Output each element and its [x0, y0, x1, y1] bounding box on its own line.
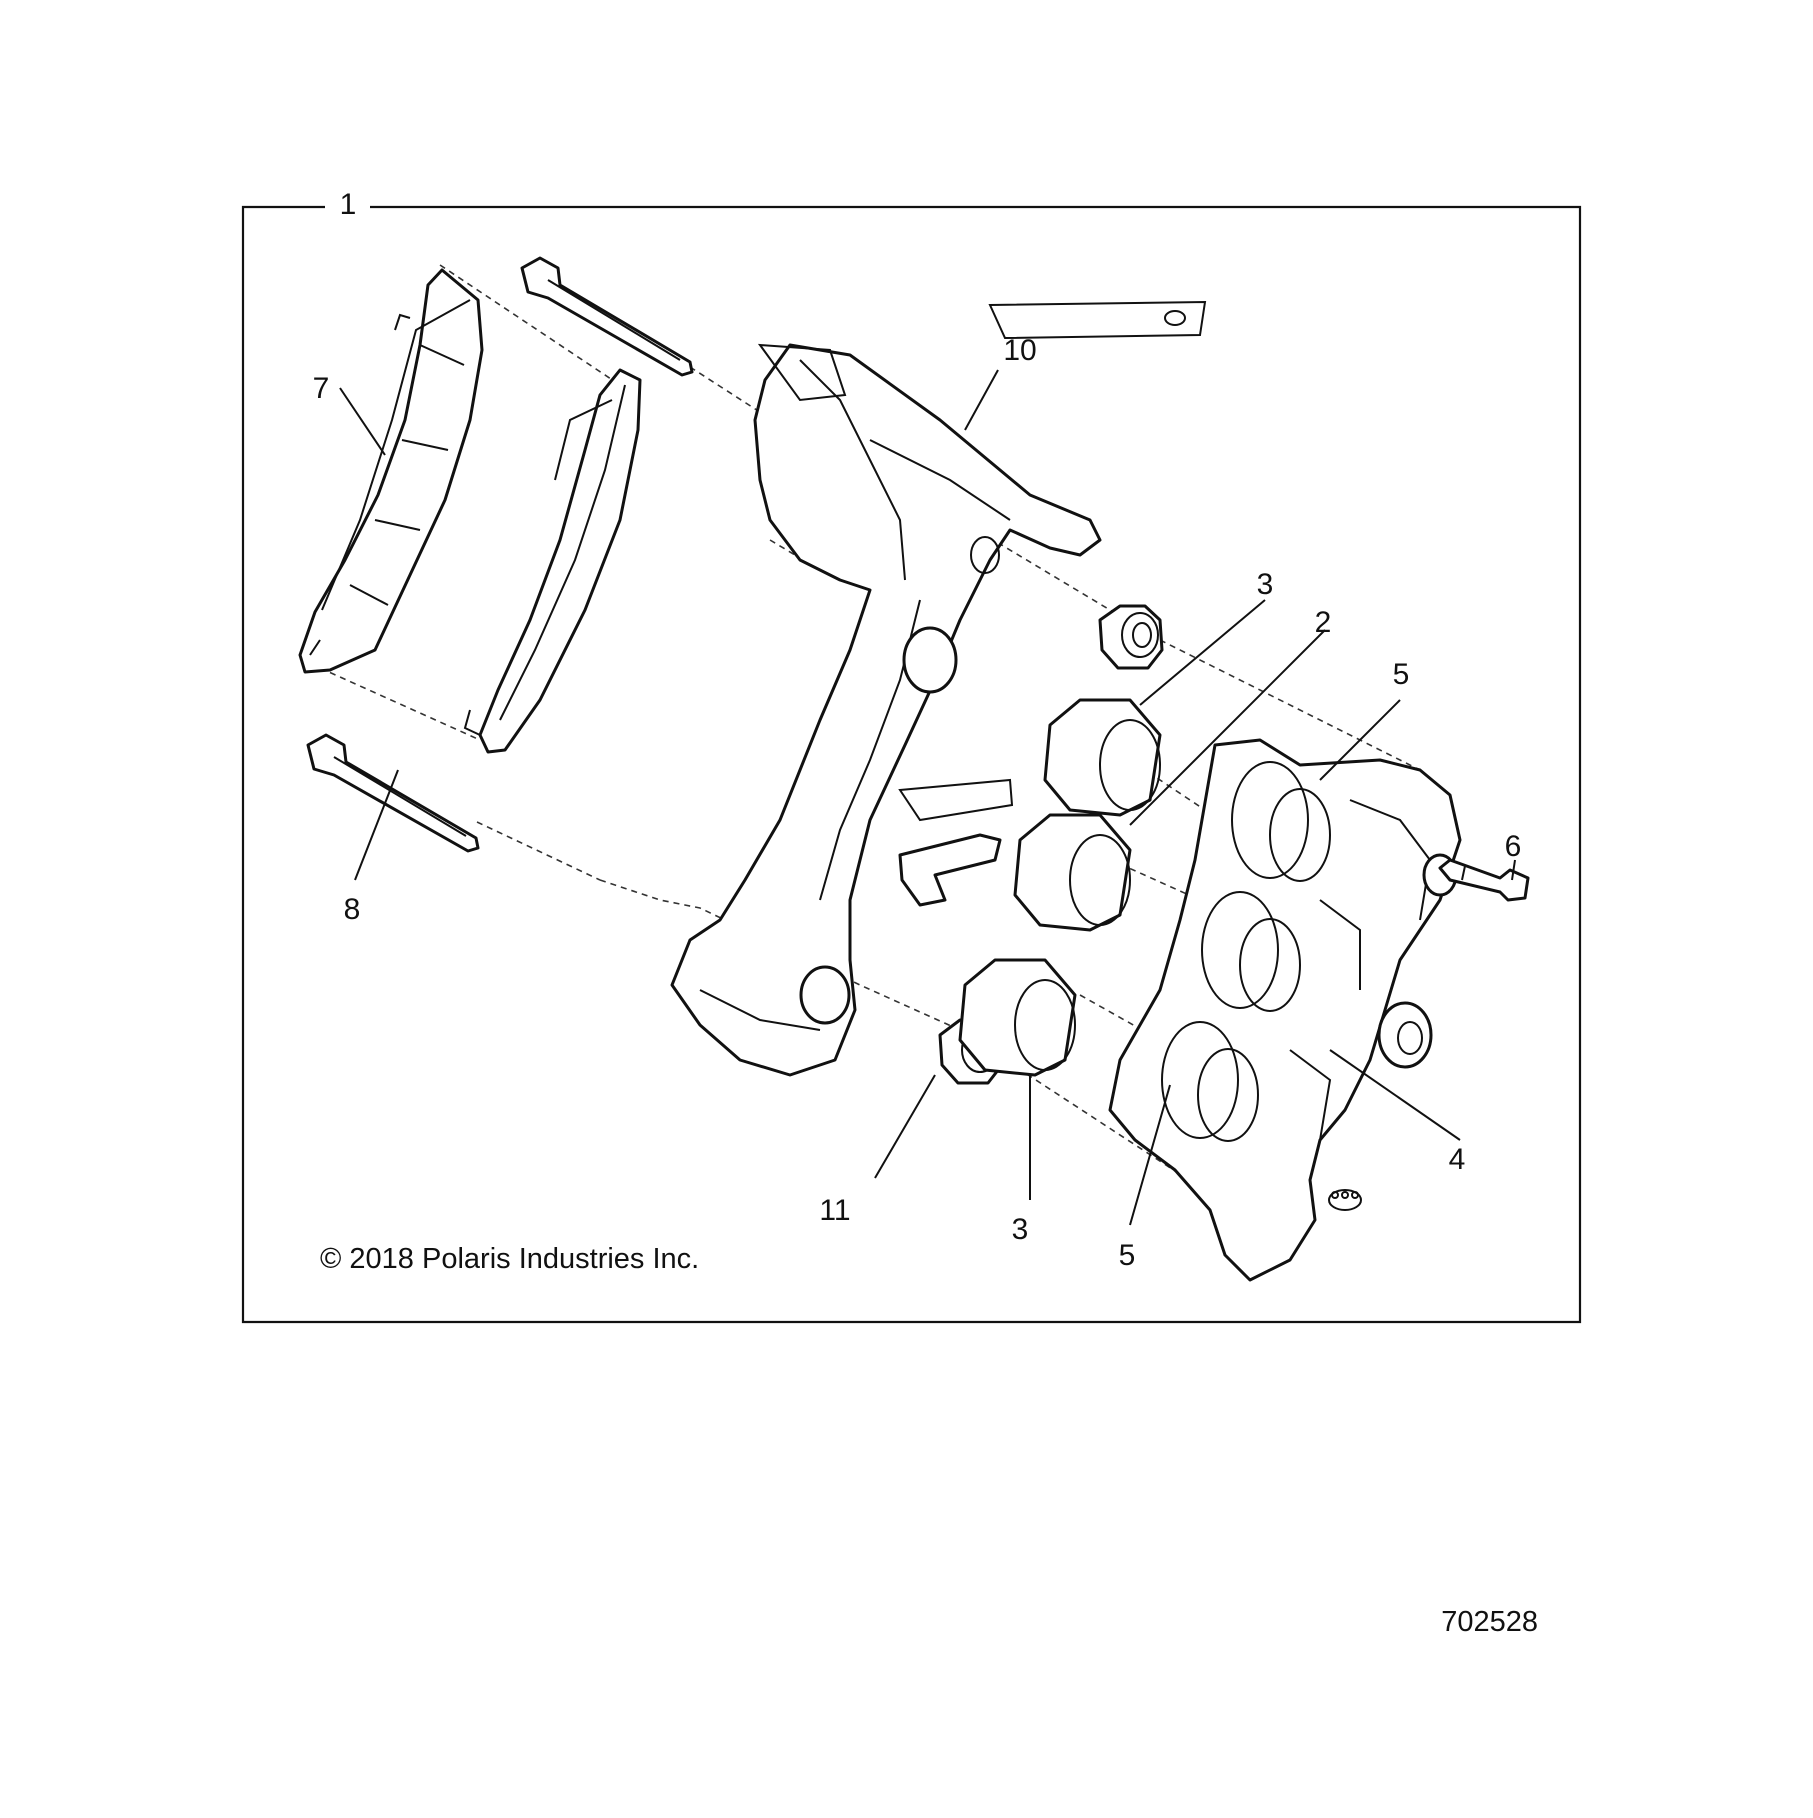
piston-top: [1043, 698, 1162, 817]
boot-top: [1098, 604, 1164, 670]
callout-1: 1: [340, 188, 357, 221]
copyright-text: © 2018 Polaris Industries Inc.: [320, 1243, 699, 1275]
guide-pin-bottom: [306, 733, 480, 853]
callout-5-top: 5: [1393, 658, 1410, 691]
brake-pad-inner: [463, 368, 642, 754]
callout-4: 4: [1449, 1143, 1466, 1176]
callout-5-bottom: 5: [1119, 1239, 1136, 1272]
callout-8: 8: [344, 893, 361, 926]
assembly-frame: [241, 205, 1582, 1324]
brake-pad-outer: [298, 268, 484, 674]
drawing-number: 702528: [1441, 1606, 1538, 1638]
callout-6: 6: [1505, 830, 1522, 863]
callout-2: 2: [1315, 606, 1332, 639]
leader-lines: [339, 369, 1516, 1226]
guide-pin-top: [520, 256, 694, 377]
callout-11: 11: [819, 1194, 850, 1227]
callout-3-bottom: 3: [1012, 1213, 1029, 1246]
bleeder-tab: [898, 833, 1002, 907]
caliper-bracket: [670, 300, 1207, 1077]
caliper-housing: [1108, 738, 1462, 1282]
callout-7: 7: [313, 372, 330, 405]
piston-bottom: [958, 958, 1077, 1077]
piston-middle: [1013, 813, 1132, 932]
bleeder-screw: [1438, 858, 1530, 902]
callout-3-top: 3: [1257, 568, 1274, 601]
callout-10: 10: [1003, 334, 1036, 367]
